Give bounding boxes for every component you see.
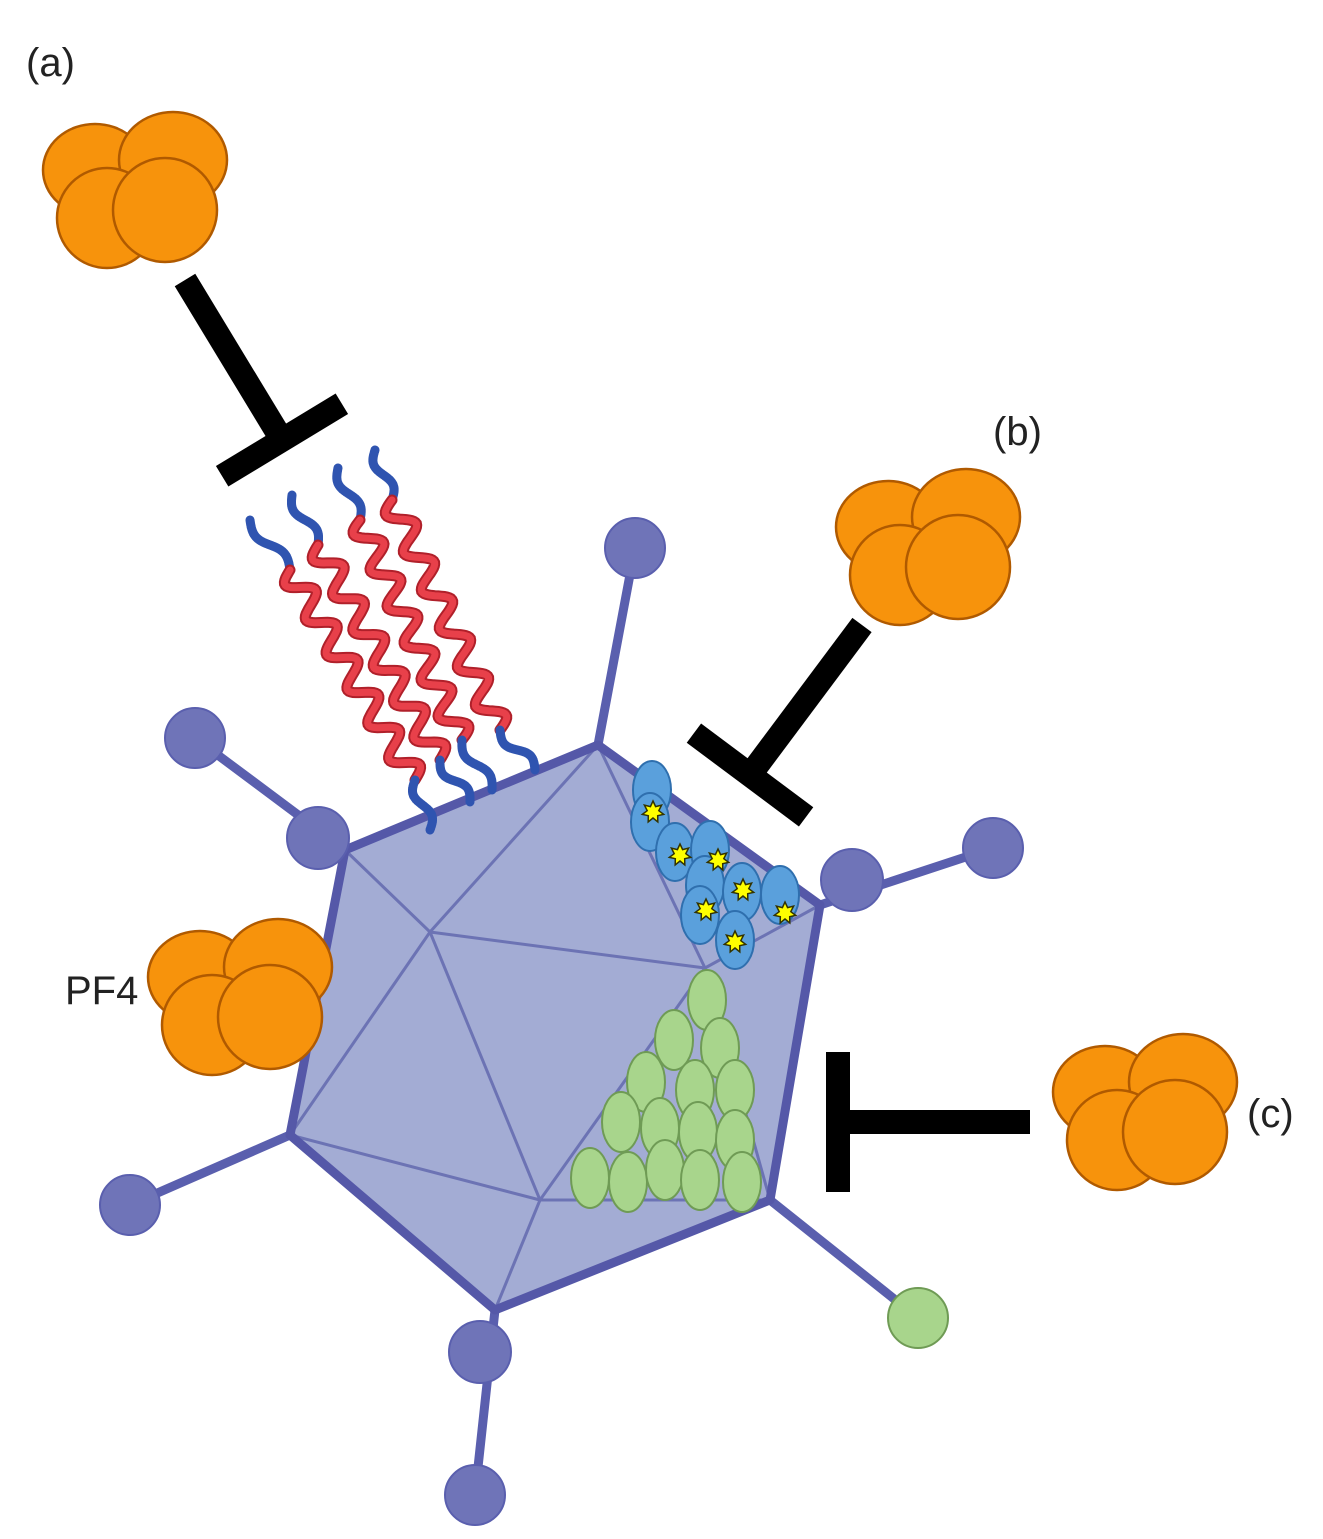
strand-red-segment: [349, 516, 473, 744]
strand-red-segment: [280, 566, 425, 784]
capsid-facet-edge: [343, 848, 432, 934]
strand-blue-end: [332, 463, 366, 525]
pf4-b: [834, 467, 1022, 627]
green-protein: [722, 1151, 762, 1213]
green-protein: [654, 1009, 694, 1071]
strand-blue-end: [368, 445, 399, 505]
inhibition-symbols: [174, 273, 1030, 1192]
capsid-facet-edge: [289, 1133, 541, 1202]
blue-protein: [680, 885, 720, 945]
star-icon: [705, 847, 731, 872]
strand-blue-end: [408, 775, 437, 835]
capsid-facet-edge: [428, 743, 600, 934]
pf4-subunit: [111, 156, 219, 264]
fiber-shaft: [765, 1195, 923, 1323]
pf4-subunit: [904, 513, 1012, 621]
capsid-facet-edge: [538, 967, 707, 1201]
capsid-fibers: [99, 517, 1024, 1526]
blue-protein-cluster: [630, 760, 800, 970]
star-icon: [667, 842, 693, 867]
star-icon: [772, 900, 798, 925]
capsid-outline: [285, 740, 825, 1315]
star-icon: [730, 877, 756, 902]
inhibit-b-stem: [740, 617, 872, 783]
inhibit-a-stem: [174, 273, 293, 447]
fiber-knob: [962, 817, 1024, 879]
green-protein-cluster: [570, 969, 762, 1213]
surface-strands: [245, 445, 540, 835]
fiber-knob: [887, 1287, 949, 1349]
label-pf4: PF4: [65, 969, 138, 1013]
capsid-facet-edge: [493, 1199, 542, 1311]
vertex-knob: [448, 1320, 512, 1384]
vertex-knob: [820, 848, 884, 912]
green-protein: [570, 1147, 610, 1209]
strand-red-segment: [308, 541, 450, 764]
green-protein: [608, 1151, 648, 1213]
star-icon: [640, 799, 666, 824]
green-protein: [601, 1091, 641, 1153]
capsid-facet-edge: [288, 931, 432, 1136]
capsid: [285, 740, 884, 1384]
fiber-shaft: [593, 543, 640, 750]
pf4-bound: [146, 917, 334, 1077]
pf4-subunit: [1121, 1078, 1229, 1186]
label-c: (c): [1247, 1092, 1294, 1136]
strand-blue-end: [287, 490, 323, 550]
star-icon: [722, 929, 748, 954]
strand-blue-end: [457, 735, 497, 795]
green-protein: [645, 1139, 685, 1201]
pf4-subunit: [216, 963, 324, 1071]
strand-blue-end: [435, 755, 475, 807]
strand-blue-end: [245, 515, 295, 575]
label-b: (b): [993, 410, 1042, 454]
vertex-knob: [286, 806, 350, 870]
inhibit-a-bar: [215, 393, 349, 487]
strand-blue-end: [495, 725, 540, 775]
strand-red-segment: [381, 496, 511, 734]
green-protein: [680, 1149, 720, 1211]
pf4-tetramers: [41, 110, 1239, 1192]
inhibit-b-bar: [686, 723, 814, 827]
capsid-body: [290, 745, 820, 1310]
capsid-facet-edge: [429, 930, 706, 970]
fiber-knob: [99, 1174, 161, 1236]
pf4-c: [1051, 1032, 1239, 1192]
fiber-knob: [604, 517, 666, 579]
fiber-knob: [444, 1464, 506, 1526]
label-a: (a): [26, 41, 75, 85]
fiber-knob: [164, 707, 226, 769]
pf4-a: [41, 110, 229, 270]
star-icon: [693, 897, 719, 922]
capsid-facet-edge: [428, 931, 542, 1201]
